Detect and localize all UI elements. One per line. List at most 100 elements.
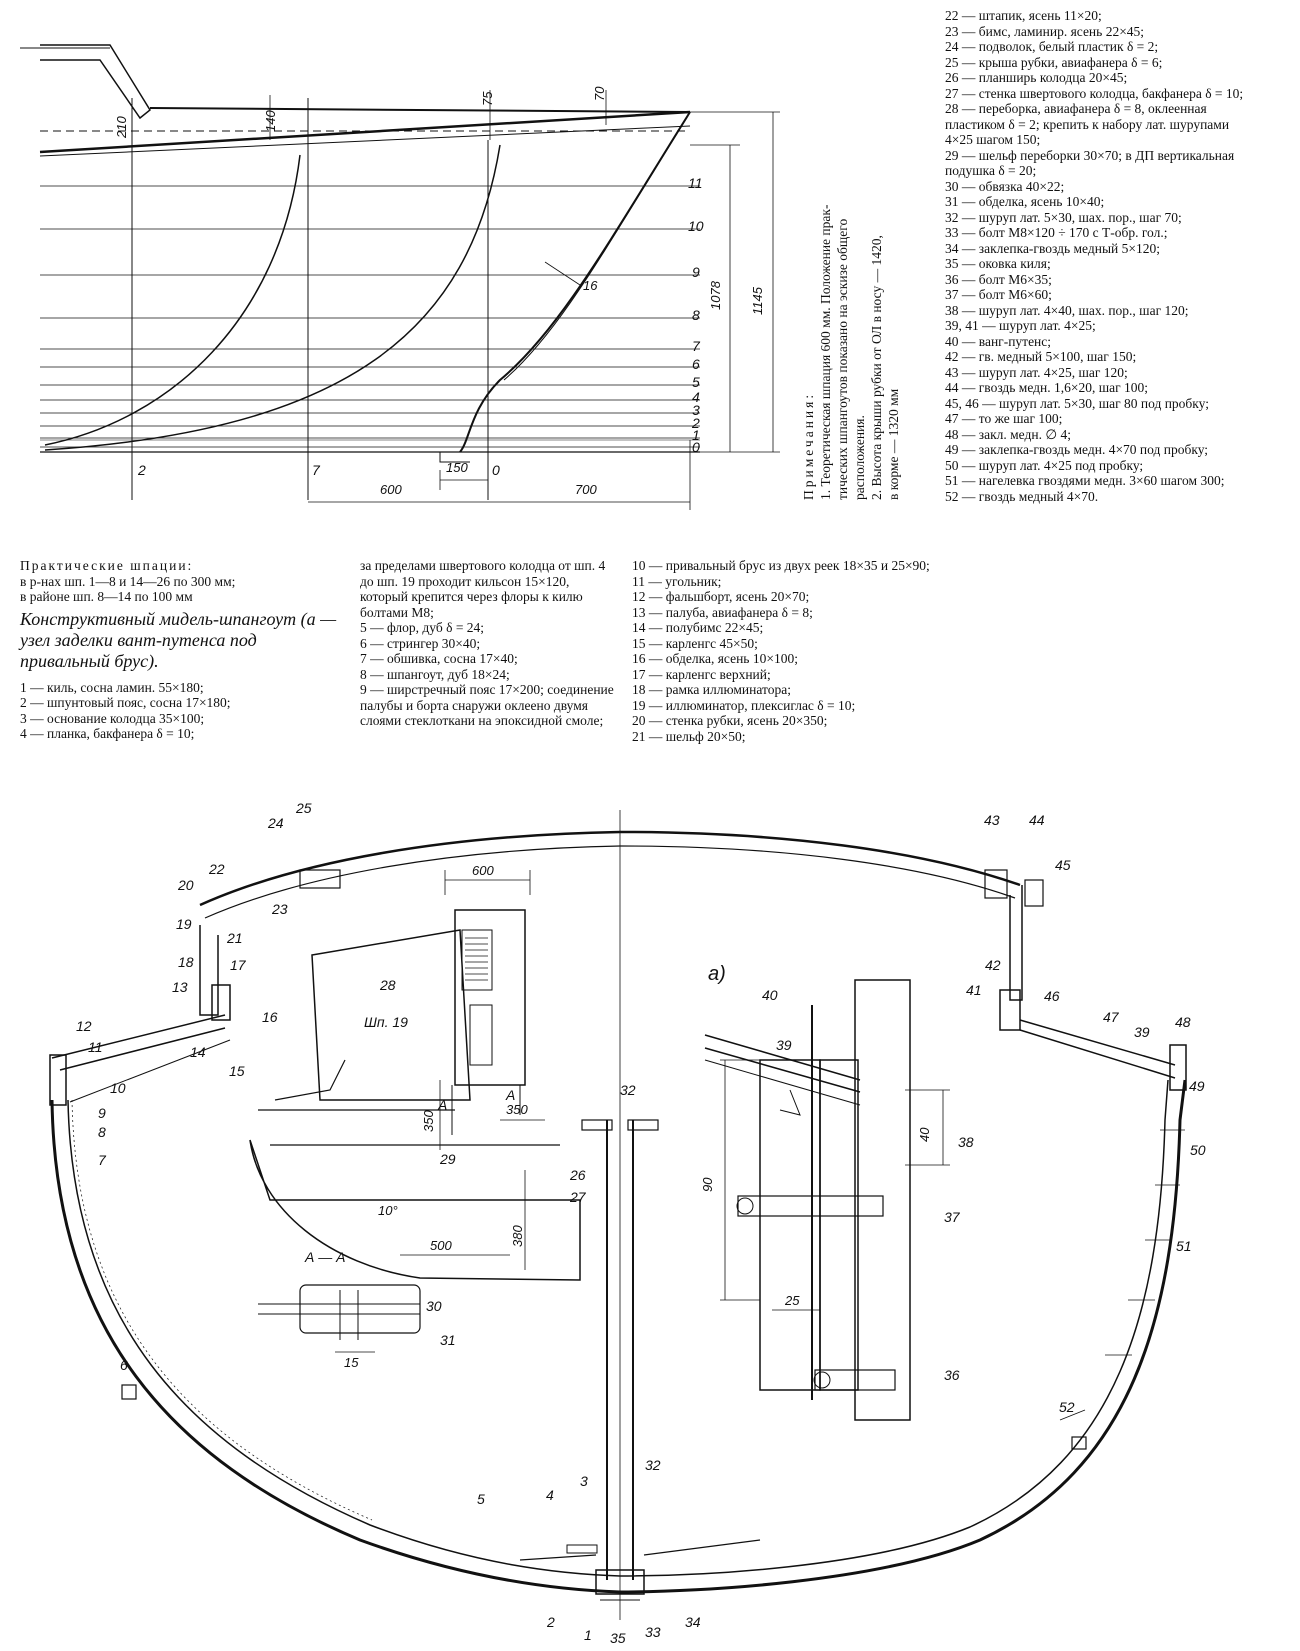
legend-item: 10 — привальный брус из двух реек 18×35 … [632, 558, 930, 573]
callout-7: 7 [98, 1152, 107, 1168]
legend-item: 27 — стенка швертового колодца, бакфанер… [945, 85, 1244, 101]
dim-1078: 1078 [708, 280, 723, 310]
legend-item: 29 — шельф переборки 30×70; в ДП вертика… [945, 147, 1235, 179]
callout-48: 48 [1175, 1014, 1191, 1030]
section-arrow-a-right: А [505, 1087, 515, 1103]
callout-21: 21 [226, 930, 243, 946]
legend-item: 3 — основание колодца 35×100; [20, 710, 205, 726]
legend-item: 11 — угольник; [632, 573, 722, 589]
figure-title: Конструктивный мидель-шпангоут (а — узел… [20, 608, 337, 671]
callout-25: 25 [295, 800, 312, 816]
waterline-label: 2 [691, 415, 700, 431]
legend-item: 33 — болт М8×120 ÷ 170 с Т-обр. гол.; [945, 225, 1168, 240]
callout-18: 18 [178, 954, 194, 970]
callout-35: 35 [610, 1630, 626, 1646]
callout-30: 30 [426, 1298, 442, 1314]
dim-1145: 1145 [750, 286, 765, 315]
frame-label: Шп. 19 [364, 1014, 408, 1030]
legend-top-right: 22 — штапик, ясень 11×20; 23 — бимс, лам… [945, 8, 1245, 504]
legend-item: 34 — заклепка-гвоздь медный 5×120; [945, 240, 1160, 256]
callout-16: 16 [262, 1009, 278, 1025]
legend-item: 8 — шпангоут, дуб 18×24; [360, 666, 510, 682]
callout-44: 44 [1029, 812, 1045, 828]
legend-item: 44 — гвоздь медн. 1,6×20, шаг 100; [945, 380, 1149, 395]
legend-item: 48 — закл. медн. ∅ 4; [945, 426, 1071, 442]
callout-5: 5 [477, 1491, 485, 1507]
legend-item: 25 — крыша рубки, авиафанера δ = 6; [945, 54, 1163, 70]
legend-item: 39, 41 — шуруп лат. 4×25; [945, 318, 1096, 333]
legend-item: 22 — штапик, ясень 11×20; [945, 8, 1102, 23]
legend-item: 28 — переборка, авиафанера δ = 8, оклеен… [945, 101, 1230, 147]
detail-dim-40: 40 [917, 1127, 932, 1142]
legend-item: 21 — шельф 20×50; [632, 728, 746, 744]
legend-col-2: за пределами швертового колодца от шп. 4… [360, 558, 620, 729]
callout-28: 28 [379, 977, 396, 993]
waterline-label: 10 [688, 218, 704, 234]
callout-22: 22 [208, 861, 225, 877]
legend-item: 42 — гв. медный 5×100, шаг 150; [945, 349, 1137, 364]
callout-38: 38 [958, 1134, 974, 1150]
callout-50: 50 [1190, 1142, 1206, 1158]
dim-16: 16 [583, 278, 598, 293]
callout-45: 45 [1055, 857, 1071, 873]
lines-profile [20, 44, 780, 510]
callout-2: 2 [546, 1614, 555, 1630]
callout-1: 1 [584, 1627, 592, 1643]
callout-10: 10 [110, 1080, 126, 1096]
legend-item: 26 — планширь колодца 20×45; [945, 70, 1128, 85]
legend-item: 43 — шуруп лат. 4×25, шаг 120; [945, 364, 1128, 380]
callout-26: 26 [569, 1167, 586, 1183]
waterline-label: 4 [692, 389, 700, 405]
legend-item: 35 — оковка киля; [945, 256, 1051, 271]
callout-4: 4 [546, 1487, 554, 1503]
callout-27: 27 [569, 1189, 587, 1205]
legend-item: 47 — то же шаг 100; [945, 411, 1063, 426]
callout-24: 24 [267, 815, 284, 831]
callout-3: 3 [580, 1473, 588, 1489]
callout-39b: 39 [1134, 1024, 1150, 1040]
legend-item: 23 — бимс, ламинир. ясень 22×45; [945, 23, 1145, 39]
notes-rotated: Примечания: 1. Теоретическая шпация 600 … [800, 20, 901, 500]
notes-head: Примечания: [801, 391, 816, 500]
callout-8: 8 [98, 1124, 106, 1140]
legend-item: 12 — фальшборт, ясень 20×70; [632, 589, 810, 604]
callout-43: 43 [984, 812, 1000, 828]
legend-item: 13 — палуба, авиафанера δ = 8; [632, 604, 813, 620]
legend-item: за пределами швертового колодца от шп. 4… [360, 558, 606, 620]
callout-13: 13 [172, 979, 188, 995]
legend-item: 49 — заклепка-гвоздь медн. 4×70 под проб… [945, 442, 1209, 457]
dim-210: 210 [114, 116, 129, 139]
callout-6: 6 [120, 1357, 128, 1373]
legend-item: 15 — карленгс 45×50; [632, 635, 758, 651]
callout-12: 12 [76, 1018, 92, 1034]
notes-line: в корме — 1320 мм [886, 388, 901, 500]
callout-47: 47 [1103, 1009, 1120, 1025]
legend-item: 6 — стрингер 30×40; [360, 635, 481, 651]
detail-a-label: а) [708, 963, 726, 985]
legend-item: 16 — обделка, ясень 10×100; [632, 651, 798, 666]
midship-section [49, 810, 1187, 1620]
callout-46: 46 [1044, 988, 1060, 1004]
profile-labels: 210 140 75 70 1078 1145 16 600 700 150 0… [114, 86, 765, 497]
waterline-label: 6 [692, 356, 700, 372]
station-label: 7 [312, 462, 321, 478]
callout-39a: 39 [776, 1037, 792, 1053]
legend-item: 19 — иллюминатор, плексиглас δ = 10; [632, 697, 856, 713]
callout-52: 52 [1059, 1399, 1075, 1415]
legend-item: 31 — обделка, ясень 10×40; [945, 194, 1105, 209]
waterline-label: 3 [692, 402, 700, 418]
dim-75: 75 [480, 91, 495, 106]
legend-item: 50 — шуруп лат. 4×25 под пробку; [945, 457, 1144, 473]
callout-34: 34 [685, 1614, 701, 1630]
legend-item: 38 — шуруп лат. 4×40, шах. пор., шаг 120… [945, 302, 1189, 318]
legend-item: 20 — стенка рубки, ясень 20×350; [632, 713, 828, 728]
notes-line: 2. Высота крыши рубки от ОЛ в носу — 142… [869, 235, 884, 500]
waterline-label: 11 [688, 175, 703, 191]
callout-23: 23 [271, 901, 288, 917]
waterline-label: 7 [692, 338, 701, 354]
callout-32a: 32 [620, 1082, 636, 1098]
callout-40: 40 [762, 987, 778, 1003]
callout-15: 15 [229, 1063, 245, 1079]
aa-dim-15: 15 [344, 1355, 359, 1370]
callout-31: 31 [440, 1332, 456, 1348]
